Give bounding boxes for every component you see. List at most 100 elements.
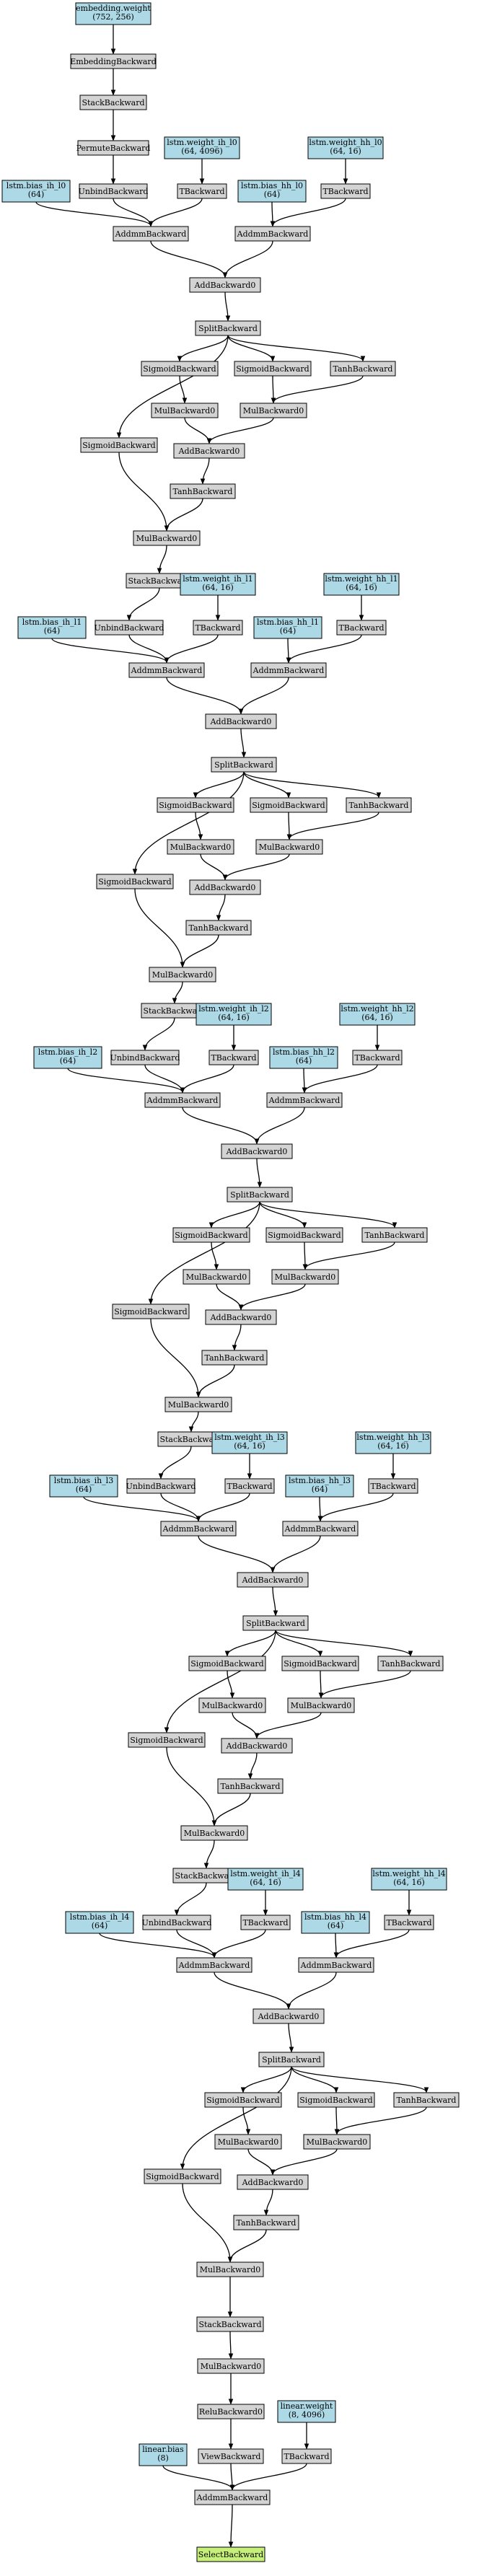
node-label: AddBackward0 — [226, 1147, 288, 1156]
node-w_ih0: lstm.weight_ih_l0(64, 4096) — [164, 136, 240, 159]
node-stk5: StackBackward — [196, 2316, 264, 2332]
node-label: SigmoidBackward — [159, 801, 232, 810]
edge-am_ih4-to-add4 — [214, 1971, 289, 2008]
edge-ac3-to-tc3 — [250, 1752, 258, 1778]
node-stk2: StackBackward — [141, 1003, 208, 1019]
edges-layer — [35, 25, 426, 2546]
node-ac4: AddBackward0 — [237, 2174, 309, 2190]
node-box — [323, 573, 400, 596]
nodes-layer: embedding.weight(752, 256)EmbeddingBackw… — [1, 2, 460, 2562]
node-label: AddmmBackward — [300, 1961, 372, 1970]
node-label: AddmmBackward — [115, 229, 187, 239]
node-label: TanhBackward — [173, 487, 233, 496]
edge-sgB3-to-mB3 — [320, 1670, 321, 1697]
node-t_hh0: TBackward — [320, 183, 371, 199]
edge-am_fin-to-sel — [231, 2504, 232, 2546]
edge-spl4-to-sgA4 — [243, 2066, 292, 2092]
node-spl2: SplitBackward — [227, 1187, 293, 1203]
node-label: TanhBackward — [397, 2096, 457, 2105]
edge-tc1-to-mo1 — [183, 934, 219, 967]
node-label: SigmoidBackward — [98, 877, 171, 887]
edge-am_ih1-to-add1 — [166, 677, 241, 713]
node-box — [96, 874, 174, 889]
node-box — [242, 1615, 309, 1631]
node-w_hh1: lstm.weight_hh_l1(64, 16) — [323, 573, 400, 596]
edge-sgA3-to-mA3 — [227, 1670, 232, 1697]
node-b_hh1: lstm.bias_hh_l1(64) — [253, 616, 322, 639]
node-box — [49, 1474, 118, 1498]
node-box — [352, 1050, 403, 1065]
node-box — [253, 616, 322, 639]
node-label: AddmmBackward — [268, 1096, 341, 1105]
node-box — [17, 616, 87, 639]
node-label: MulBackward0 — [202, 1701, 263, 1710]
node-box — [368, 1478, 418, 1494]
node-label: (64) — [328, 1921, 344, 1930]
edge-am_ih3-to-add3 — [198, 1535, 273, 1572]
edge-ac0-to-tc0 — [203, 457, 210, 483]
node-mA1: MulBackward0 — [167, 839, 234, 855]
node-mB0: MulBackward0 — [240, 403, 307, 418]
node-label: MulBackward0 — [291, 1701, 352, 1710]
node-box — [164, 136, 240, 159]
node-label: TBackward — [179, 187, 224, 196]
node-mo2: MulBackward0 — [164, 1397, 232, 1412]
node-label: SigmoidBackward — [146, 2172, 219, 2181]
node-box — [195, 320, 261, 336]
node-mo0: MulBackward0 — [133, 530, 201, 546]
node-box — [188, 1656, 266, 1671]
edge-spl1-to-sgB1 — [243, 771, 289, 797]
node-sgA1: SigmoidBackward — [157, 797, 234, 813]
node-box — [205, 713, 277, 729]
node-label: lstm.weight_hh_l3 — [356, 1433, 429, 1442]
node-label: EmbeddingBackward — [70, 57, 156, 66]
edge-b_hh4-to-am_hh4 — [335, 1933, 336, 1957]
edge-am_ih2-to-add2 — [182, 1107, 257, 1143]
node-label: lstm.bias_hh_l1 — [257, 617, 319, 627]
edge-th3-to-mB3 — [321, 1670, 411, 1697]
edge-t_ih0-to-am_ih0 — [151, 198, 203, 226]
node-label: TBackward — [322, 187, 368, 196]
node-label: MulBackward0 — [184, 1829, 245, 1838]
node-label: TanhBackward — [365, 1231, 425, 1240]
edge-am_hh0-to-add0 — [225, 240, 273, 277]
edge-am_hh3-to-add3 — [273, 1535, 321, 1572]
edge-th0-to-mB0 — [273, 375, 364, 403]
node-label: lstm.bias_hh_l2 — [273, 1047, 335, 1057]
edge-spl1-to-th1 — [243, 771, 379, 797]
edge-spl2-to-sgB2 — [259, 1201, 304, 1227]
edge-mA1-to-ac1 — [200, 853, 225, 879]
node-spl0: SplitBackward — [195, 320, 261, 336]
node-sgB4: SigmoidBackward — [297, 2092, 375, 2108]
node-label: MulBackward0 — [275, 1272, 336, 1282]
node-box — [237, 2174, 309, 2190]
node-box — [180, 573, 256, 596]
node-perm: PermuteBackward — [76, 140, 150, 156]
node-box — [234, 226, 311, 242]
edge-sgB4-to-mB4 — [336, 2106, 337, 2134]
edge-am_ih0-to-add0 — [150, 240, 225, 277]
node-w_ih1: lstm.weight_ih_l1(64, 16) — [180, 573, 256, 596]
node-box — [227, 1868, 304, 1891]
node-box — [177, 183, 227, 199]
node-sgC1: SigmoidBackward — [96, 874, 174, 889]
edge-t_hh4-to-am_hh4 — [336, 1929, 410, 1957]
edge-view-to-am_fin — [231, 2463, 232, 2489]
node-box — [142, 1915, 211, 1930]
node-tc0: TanhBackward — [170, 483, 236, 499]
node-label: TBackward — [386, 1918, 431, 1927]
node-box — [307, 136, 384, 159]
edge-spl3-to-sgC3 — [167, 1630, 276, 1732]
node-box — [197, 2358, 265, 2374]
edge-mA0-to-ac0 — [184, 417, 209, 443]
node-box — [189, 879, 261, 895]
node-th3: TanhBackward — [377, 1656, 444, 1671]
edge-mA2-to-ac2 — [216, 1283, 241, 1309]
node-box — [301, 1911, 370, 1934]
node-t_hh1: TBackward — [336, 620, 387, 636]
node-box — [173, 443, 245, 459]
node-label: MulBackward0 — [200, 2265, 261, 2274]
node-w_hh2: lstm.weight_hh_l2(64, 16) — [339, 1003, 416, 1026]
node-box — [281, 2448, 332, 2464]
node-box — [149, 967, 216, 983]
